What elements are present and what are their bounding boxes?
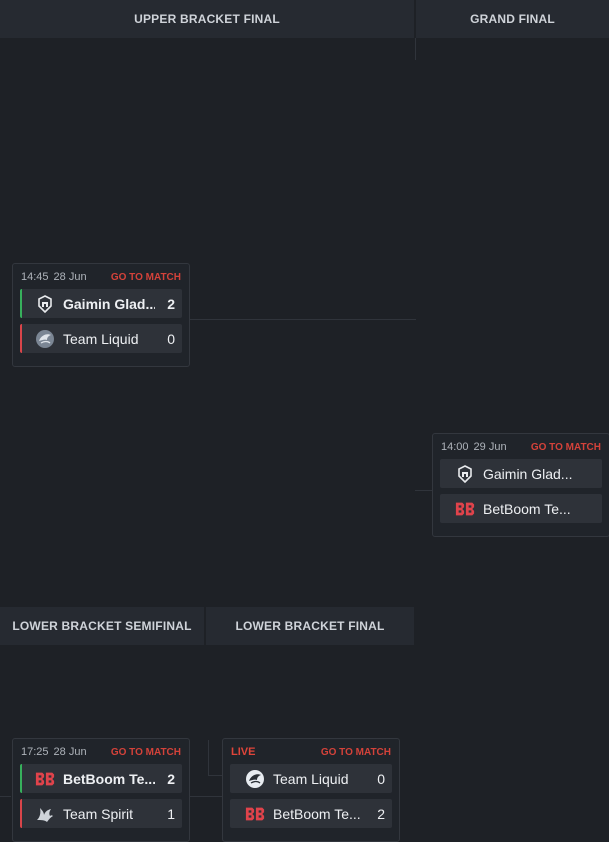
team-score: 1 <box>167 805 175 822</box>
match-time: 14:00 <box>441 441 469 453</box>
match-card-upper-bracket-final[interactable]: 14:45 28 Jun GO TO MATCH Gaimin Glad... … <box>12 263 190 367</box>
team-score: 2 <box>377 805 385 822</box>
connector-line <box>190 796 222 797</box>
team-row-team-liquid[interactable]: Team Liquid 0 <box>20 324 182 353</box>
gaimin-gladiators-logo-icon <box>455 464 475 484</box>
gaimin-gladiators-logo-icon <box>35 294 55 314</box>
team-name: BetBoom Te... <box>273 805 361 822</box>
betboom-logo-icon <box>245 804 265 824</box>
match-header: LIVE GO TO MATCH <box>231 744 391 760</box>
connector-line <box>415 490 432 491</box>
match-date: 28 Jun <box>53 746 87 758</box>
team-name: BetBoom Te... <box>63 770 156 787</box>
match-card-lower-bracket-semifinal[interactable]: 17:25 28 Jun GO TO MATCH BetBoom Te... 2… <box>12 738 190 842</box>
team-score: 0 <box>377 770 385 787</box>
connector-line <box>208 740 209 776</box>
team-liquid-logo-icon <box>35 329 55 349</box>
team-name: BetBoom Te... <box>483 500 571 517</box>
match-header: 17:25 28 Jun GO TO MATCH <box>21 744 181 760</box>
team-name: Gaimin Glad... <box>63 295 156 312</box>
connector-line <box>0 796 11 797</box>
stage-header-lower-bracket-final: LOWER BRACKET FINAL <box>206 607 414 645</box>
connector-line <box>190 319 416 320</box>
stage-header-grand-final: GRAND FINAL <box>416 0 609 38</box>
team-row-team-spirit[interactable]: Team Spirit 1 <box>20 799 182 828</box>
team-name: Team Liquid <box>273 770 349 787</box>
connector-line <box>208 775 222 776</box>
team-name: Team Liquid <box>63 330 139 347</box>
match-time: 14:45 <box>21 271 49 283</box>
team-score: 2 <box>167 295 175 312</box>
team-row-gaimin-gladiators[interactable]: Gaimin Glad... 2 <box>20 289 182 318</box>
team-liquid-logo-icon <box>245 769 265 789</box>
team-score: 0 <box>167 330 175 347</box>
go-to-match-link[interactable]: GO TO MATCH <box>110 746 181 758</box>
match-date: 28 Jun <box>53 271 87 283</box>
team-row-gaimin-gladiators[interactable]: Gaimin Glad... <box>440 459 602 488</box>
team-spirit-logo-icon <box>35 804 55 824</box>
team-name: Team Spirit <box>63 805 134 822</box>
go-to-match-link[interactable]: GO TO MATCH <box>110 271 181 283</box>
match-date: 29 Jun <box>473 441 507 453</box>
connector-line <box>415 38 416 60</box>
team-row-betboom[interactable]: BetBoom Te... 2 <box>20 764 182 793</box>
betboom-logo-icon <box>35 769 55 789</box>
team-row-betboom[interactable]: BetBoom Te... 2 <box>230 799 392 828</box>
team-row-betboom[interactable]: BetBoom Te... <box>440 494 602 523</box>
betboom-logo-icon <box>455 499 475 519</box>
team-name: Gaimin Glad... <box>483 465 573 482</box>
go-to-match-link[interactable]: GO TO MATCH <box>530 441 601 453</box>
match-card-lower-bracket-final[interactable]: LIVE GO TO MATCH Team Liquid 0 BetBoom T… <box>222 738 400 842</box>
team-row-team-liquid[interactable]: Team Liquid 0 <box>230 764 392 793</box>
live-badge: LIVE <box>231 746 256 758</box>
match-header: 14:45 28 Jun GO TO MATCH <box>21 269 181 285</box>
stage-header-lower-bracket-semifinal: LOWER BRACKET SEMIFINAL <box>0 607 204 645</box>
match-time: 17:25 <box>21 746 49 758</box>
match-card-grand-final[interactable]: 14:00 29 Jun GO TO MATCH Gaimin Glad... … <box>432 433 609 537</box>
match-header: 14:00 29 Jun GO TO MATCH <box>441 439 601 455</box>
stage-header-upper-bracket-final: UPPER BRACKET FINAL <box>0 0 414 38</box>
team-score: 2 <box>167 770 175 787</box>
go-to-match-link[interactable]: GO TO MATCH <box>320 746 391 758</box>
